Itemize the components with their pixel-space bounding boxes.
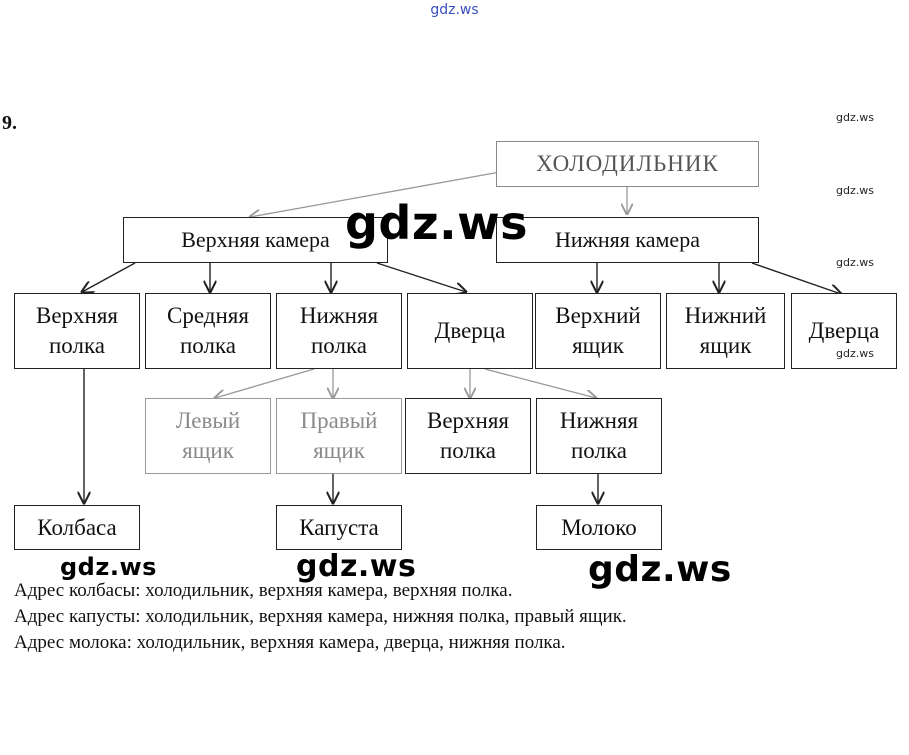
node-upper-shelf: Верхняя полка bbox=[14, 293, 140, 369]
address-milk: Адрес молока: холодильник, верхняя камер… bbox=[14, 632, 566, 653]
node-lower-drawer: Нижний ящик bbox=[666, 293, 785, 369]
edge-lower-door bbox=[751, 262, 841, 294]
node-lower-chamber: Нижняя камера bbox=[496, 217, 759, 263]
node-cabbage: Капуста bbox=[276, 505, 402, 550]
watermark-big: gdz.ws bbox=[60, 553, 157, 581]
edge-lowershelf-left bbox=[215, 368, 315, 398]
address-list: Адрес колбасы: холодильник, верхняя каме… bbox=[14, 578, 894, 656]
watermark-side: gdz.ws bbox=[836, 347, 874, 360]
node-milk: Молоко bbox=[536, 505, 662, 550]
node-refrigerator: ХОЛОДИЛЬНИК bbox=[496, 141, 759, 187]
node-door-lower: Дверца bbox=[791, 293, 897, 369]
address-sausage: Адрес колбасы: холодильник, верхняя каме… bbox=[14, 580, 513, 601]
node-lower-shelf: Нижняя полка bbox=[276, 293, 402, 369]
watermark-big: gdz.ws bbox=[296, 549, 417, 584]
edge-upper-door bbox=[376, 262, 466, 292]
watermark-big: gdz.ws bbox=[588, 549, 732, 590]
task-number: 9. bbox=[2, 112, 17, 134]
node-door-upper: Дверца bbox=[407, 293, 533, 369]
watermark-top: gdz.ws bbox=[430, 2, 479, 18]
edge-door-lowershelf bbox=[484, 368, 596, 398]
node-right-drawer: Правый ящик bbox=[276, 398, 402, 474]
address-cabbage: Адрес капусты: холодильник, верхняя каме… bbox=[14, 606, 627, 627]
edge-root-upper bbox=[250, 171, 501, 217]
node-sausage: Колбаса bbox=[14, 505, 140, 550]
watermark-big: gdz.ws bbox=[345, 196, 528, 250]
node-middle-shelf: Средняя полка bbox=[145, 293, 271, 369]
node-door-upper-shelf: Верхняя полка bbox=[405, 398, 531, 474]
node-upper-drawer: Верхний ящик bbox=[535, 293, 661, 369]
node-left-drawer: Левый ящик bbox=[145, 398, 271, 474]
watermark-side: gdz.ws bbox=[836, 256, 874, 269]
watermark-side: gdz.ws bbox=[836, 111, 874, 124]
node-upper-chamber: Верхняя камера bbox=[123, 217, 388, 263]
edge-upper-uppershelf bbox=[82, 262, 136, 292]
node-door-lower-shelf: Нижняя полка bbox=[536, 398, 662, 474]
watermark-side: gdz.ws bbox=[836, 184, 874, 197]
